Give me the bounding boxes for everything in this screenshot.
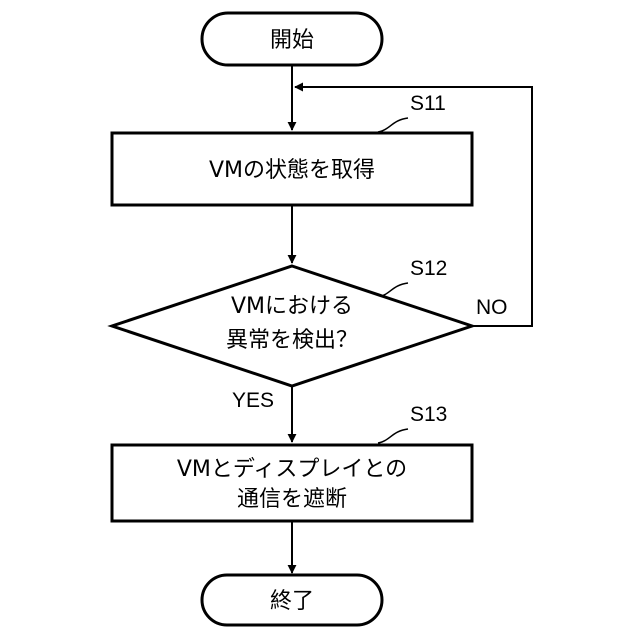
s11-step-label: S11 <box>410 92 446 115</box>
s12-step-label: S12 <box>410 257 447 280</box>
s13-process-text-line2: 通信を遮断 <box>237 487 347 512</box>
s13-leader-line <box>378 429 408 443</box>
s13-process-text-line1: VMとディスプレイとの <box>177 457 407 482</box>
s12-decision-text-line1: VMにおける <box>231 294 353 319</box>
start-terminal-label: 開始 <box>270 28 314 53</box>
s12-decision-text-line2: 異常を検出？ <box>226 328 358 353</box>
s11-leader-line <box>378 118 408 132</box>
s13-step-label: S13 <box>410 403 447 426</box>
s12-decision-diamond <box>112 266 472 386</box>
yes-branch-label: YES <box>232 389 274 412</box>
end-terminal-label: 終了 <box>270 589 314 614</box>
no-branch-label: NO <box>476 296 508 319</box>
s11-process-text: VMの状態を取得 <box>209 158 375 183</box>
